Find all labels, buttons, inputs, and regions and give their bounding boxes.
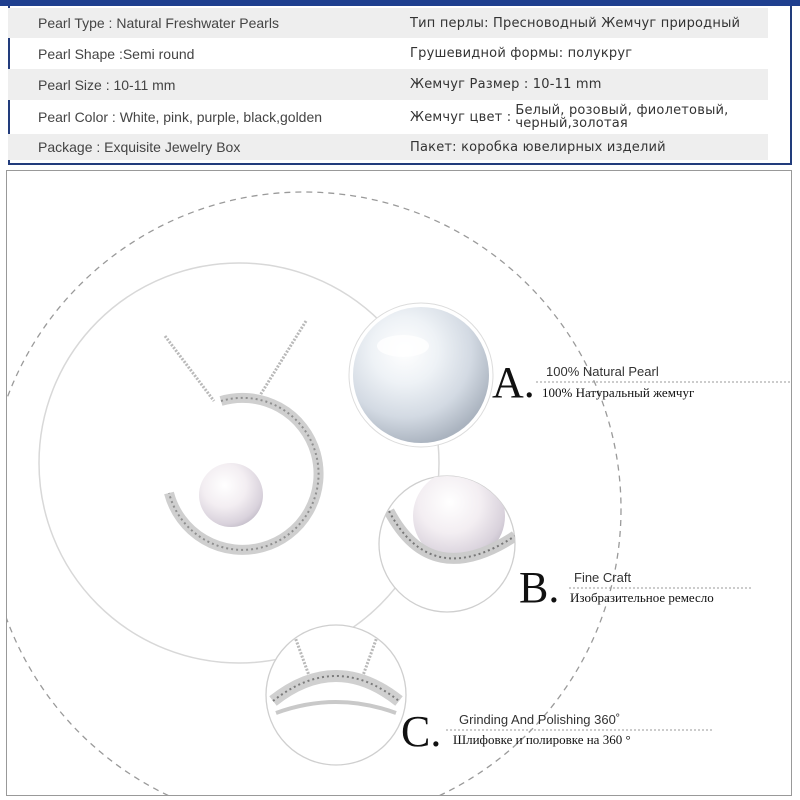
feature-a-ru: 100% Натуральный жемчуг: [542, 385, 695, 400]
pendant-chain: [163, 320, 308, 402]
feature-letter-b: B.: [519, 563, 560, 612]
spec-en: Pearl Type : Natural Freshwater Pearls: [8, 8, 388, 38]
spec-row-size: Pearl Size : 10-11 mm Жемчуг Размер : 10…: [8, 69, 768, 100]
spec-en: Pearl Color : White, pink, purple, black…: [38, 109, 323, 125]
product-illustration: [7, 191, 791, 795]
leader-lines: [446, 381, 791, 731]
pendant-pearl: [199, 463, 263, 527]
detail-a-pearl: [348, 302, 494, 448]
feature-letter-c: C.: [401, 707, 442, 756]
spec-ru-values-line1: Белый, розовый, фиолетовый,: [515, 103, 729, 118]
spec-row-package: Package : Exquisite Jewelry Box Пакет: к…: [8, 134, 768, 160]
spec-en: Pearl Shape :Semi round: [38, 45, 195, 62]
spec-row-color: Pearl Color : White, pink, purple, black…: [8, 100, 768, 134]
spec-en: Pearl Size : 10-11 mm: [8, 69, 388, 100]
feature-letter-a: A.: [492, 358, 535, 407]
feature-b-ru: Изобразительное ремесло: [570, 590, 714, 605]
inner-circle: [38, 262, 440, 664]
feature-a-en: 100% Natural Pearl: [546, 364, 659, 379]
spec-ru-values-line2: черный,золотая: [515, 116, 628, 131]
product-showcase: A. 100% Natural Pearl 100% Натуральный ж…: [6, 170, 792, 796]
spec-row-type: Pearl Type : Natural Freshwater Pearls Т…: [8, 8, 768, 38]
top-accent-bar: [0, 0, 800, 6]
dashed-orbit: [7, 191, 622, 795]
spec-ru: Пакет: коробка ювелирных изделий: [388, 134, 768, 160]
spec-row-shape: Pearl Shape :Semi round Грушевидной форм…: [8, 38, 768, 69]
feature-b-en: Fine Craft: [574, 570, 632, 585]
spec-ru-multiline: Жемчуг цвет : Белый, розовый, фиолетовый…: [388, 100, 768, 134]
spec-ru: Грушевидной формы: полукруг: [410, 46, 633, 61]
feature-c-en: Grinding And Polishing 360˚: [459, 712, 621, 727]
spec-ru: Жемчуг Размер : 10-11 mm: [388, 69, 768, 100]
crescent-stones: [168, 396, 320, 551]
detail-b-craft: [378, 475, 516, 613]
spec-ru-values: Белый, розовый, фиолетовый, черный,золот…: [515, 104, 728, 130]
spec-ru-label: Жемчуг цвет :: [410, 109, 512, 125]
spec-en: Package : Exquisite Jewelry Box: [8, 134, 388, 160]
spec-ru: Тип перлы: Пресноводный Жемчуг природный: [388, 8, 768, 38]
detail-c-polish: [265, 624, 407, 766]
feature-c-ru: Шлифовке и полировке на 360 °: [453, 732, 631, 747]
